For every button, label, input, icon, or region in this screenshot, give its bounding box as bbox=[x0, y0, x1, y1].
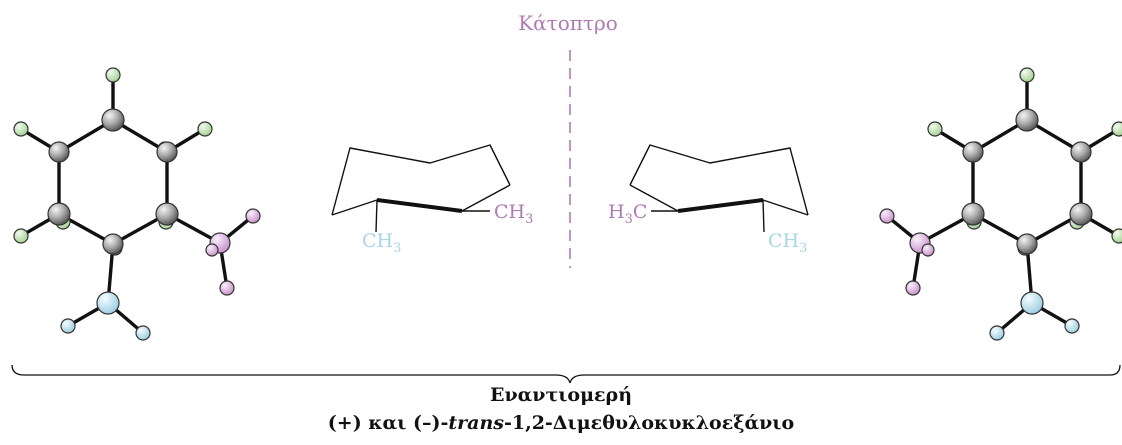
carbon-atom bbox=[962, 141, 984, 163]
grouping-brace bbox=[11, 364, 1121, 384]
caption-trans: trans bbox=[448, 412, 504, 434]
caption-title: Εναντιομερή bbox=[489, 384, 633, 406]
carbon-atom bbox=[102, 233, 124, 255]
carbon-atom bbox=[1069, 202, 1093, 226]
left-methyl-right-label: CH3 bbox=[494, 201, 533, 227]
methyl-hydrogen bbox=[921, 243, 935, 257]
methyl-hydrogen bbox=[60, 318, 76, 334]
left-atoms bbox=[13, 67, 261, 341]
carbon-atom bbox=[155, 202, 179, 226]
carbon-atom bbox=[1070, 141, 1092, 163]
right-atoms bbox=[879, 67, 1122, 341]
methyl-hydrogen bbox=[245, 208, 261, 224]
carbon-atom bbox=[961, 202, 985, 226]
right-chair-structure bbox=[629, 144, 809, 233]
methyl-hydrogen bbox=[135, 325, 151, 341]
hydrogen-atom bbox=[13, 121, 29, 137]
carbon-atom bbox=[156, 141, 178, 163]
methyl-hydrogen bbox=[879, 208, 895, 224]
right-methyl-left-label: H3C bbox=[608, 201, 647, 227]
hydrogen-atom bbox=[13, 228, 29, 244]
caption-suffix: -1,2-Διμεθυλοκυκλοεξάνιο bbox=[503, 412, 795, 434]
left-chair-structure bbox=[331, 144, 511, 233]
carbon-atom bbox=[48, 141, 70, 163]
methyl-hydrogen bbox=[989, 325, 1005, 341]
carbon-atom bbox=[1015, 108, 1039, 132]
methyl-hydrogen bbox=[905, 280, 921, 296]
methyl-carbon bbox=[96, 291, 120, 315]
carbon-atom bbox=[47, 202, 71, 226]
methyl-carbon bbox=[1020, 291, 1044, 315]
right-methyl-bottom-label: CH3 bbox=[768, 230, 807, 256]
methyl-hydrogen bbox=[219, 280, 235, 296]
hydrogen-atom bbox=[927, 121, 943, 137]
left-methyl-bottom-label: CH3 bbox=[362, 230, 401, 256]
caption-prefix: (+) και (–)- bbox=[327, 412, 449, 434]
methyl-hydrogen bbox=[1064, 318, 1080, 334]
carbon-atom bbox=[101, 108, 125, 132]
hydrogen-atom bbox=[1019, 67, 1035, 83]
hydrogen-atom bbox=[1111, 228, 1122, 244]
hydrogen-atom bbox=[105, 67, 121, 83]
caption-compound-name: (+) και (–)-trans-1,2-Διμεθυλοκυκλοεξάνι… bbox=[0, 412, 1122, 434]
hydrogen-atom bbox=[197, 121, 213, 137]
carbon-atom bbox=[1016, 233, 1038, 255]
hydrogen-atom bbox=[1111, 121, 1122, 137]
methyl-hydrogen bbox=[205, 243, 219, 257]
mirror-label: Κάτοπτρο bbox=[518, 11, 618, 35]
